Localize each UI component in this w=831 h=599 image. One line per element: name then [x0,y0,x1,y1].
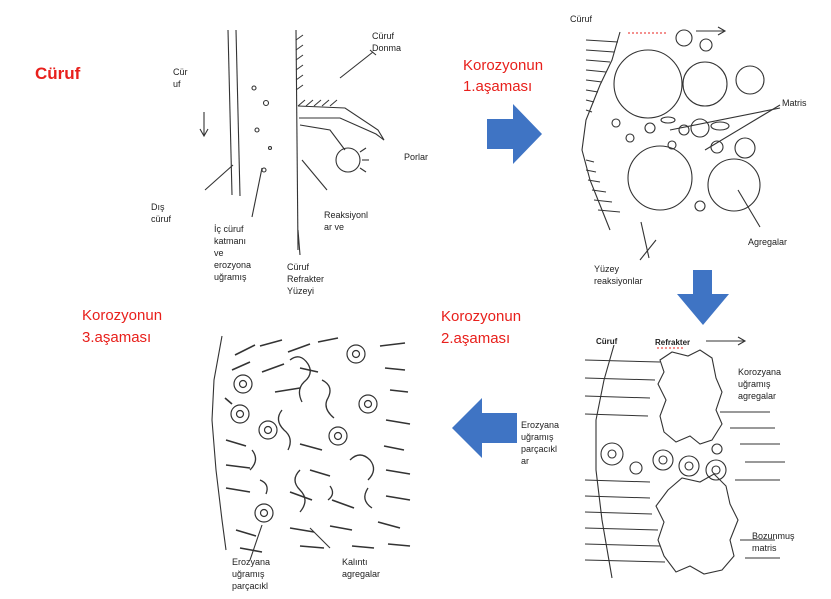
arrow-right [487,104,542,164]
label-refrakter: Refrakter [655,337,690,349]
label-bozunmus-matris: Bozunmuş matris [752,530,795,554]
label-top-right-curuf: Cüruf [570,13,592,25]
label-yuzey-reaksiyon: Yüzey reaksiyonlar [594,263,643,287]
label-curuf-vertical: Cür uf [173,66,188,90]
label-bottom-right-curuf: Cüruf [596,336,617,348]
heading-stage-1: Korozyonun 1.aşaması [463,55,543,97]
label-kalinti: Kalıntı agregalar [342,556,380,580]
arrow-left [452,398,517,458]
label-korozyon-agregalar: Korozyana uğramış agregalar [738,366,781,402]
label-agregalar: Agregalar [748,236,787,248]
label-erozyon-parcacik-right: Erozyana uğramış parçacıkl ar [521,419,559,467]
label-refrakter-yuzey: Cüruf Refrakter Yüzeyi [287,261,324,297]
panel-top-right-drawing [582,27,780,260]
label-matris: Matris [782,97,807,109]
label-curuf-donma: Cüruf Donma [372,30,401,54]
heading-stage-3: Korozyonun 3.aşaması [82,305,162,349]
label-porlar: Porlar [404,151,428,163]
label-erozyon-parcacik-left: Erozyana uğramış parçacıkl [232,556,270,592]
label-dis-curuf: Dış cüruf [151,201,171,225]
heading-curuf: Cüruf [35,64,80,84]
panel-bottom-left-drawing [212,336,410,560]
arrow-down [677,270,729,325]
label-ic-curuf: İç cüruf katmanı ve erozyona uğramış [214,223,251,283]
heading-stage-2: Korozyonun 2.aşaması [441,306,521,350]
label-reaksiyon: Reaksiyonl ar ve [324,209,368,233]
